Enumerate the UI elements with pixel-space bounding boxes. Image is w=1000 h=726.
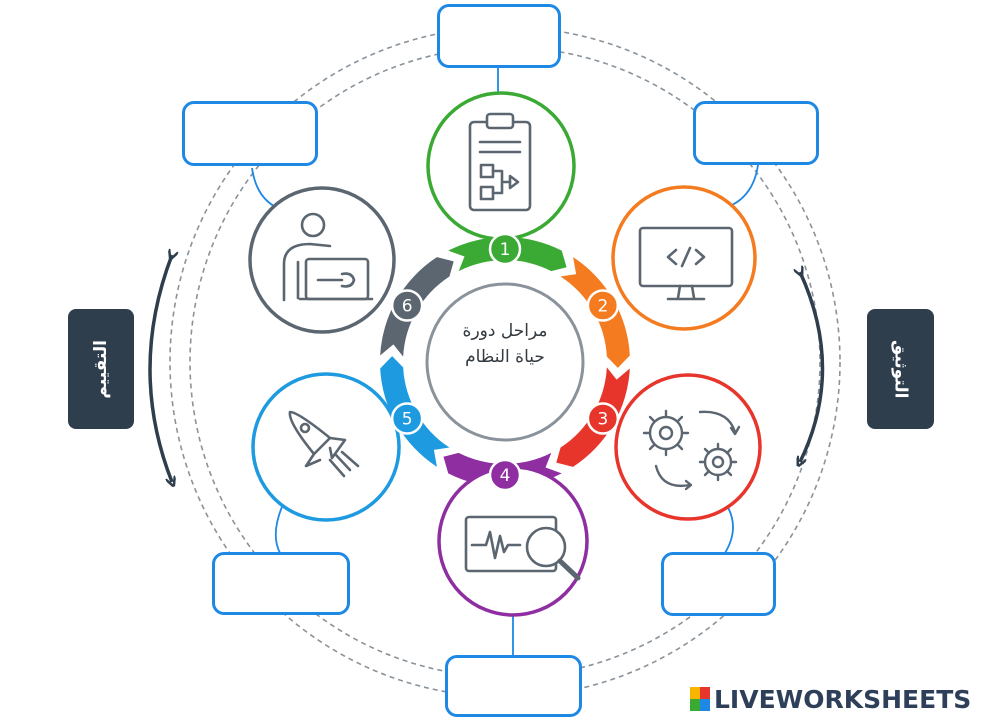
answer-box-top-left[interactable] (182, 101, 318, 166)
answer-box-bottom-right[interactable] (661, 552, 776, 616)
monitor-magnifier-icon (464, 515, 581, 581)
answer-box-top-right[interactable] (693, 101, 819, 165)
answer-box-bottom-left[interactable] (212, 552, 350, 615)
liveworksheets-watermark: LIVEWORKSHEETS (690, 681, 971, 717)
clipboard-flowchart-icon (468, 112, 532, 212)
stage-number-5: 5 (402, 410, 413, 430)
documentation-label: التوثيق (867, 309, 934, 429)
stage-5-circle (251, 372, 401, 522)
gears-cycle-icon (642, 409, 741, 491)
stage-number-3: 3 (597, 410, 608, 430)
center-title-line-1: مراحل دورة (462, 321, 548, 341)
person-laptop-wrench-icon (282, 212, 374, 302)
evaluation-label-text: التقييم (91, 339, 111, 399)
center-title: مراحل دورة حياة النظام (432, 318, 578, 370)
stage-3-circle (614, 373, 762, 521)
stage-number-1: 1 (500, 240, 511, 260)
liveworksheets-logo-icon (690, 687, 710, 711)
stage-badges: 1 2 3 4 5 6 (390, 232, 620, 492)
stage-badge-1: 1 (488, 232, 522, 266)
stage-number-4: 4 (500, 466, 511, 486)
center-title-line-2: حياة النظام (465, 347, 545, 367)
rocket-icon (288, 410, 360, 478)
answer-box-top[interactable] (437, 4, 561, 68)
watermark-text: LIVEWORKSHEETS (714, 684, 972, 714)
stage-badge-3: 3 (586, 402, 620, 435)
right-cycle-arrow (800, 272, 825, 462)
stage-number-2: 2 (597, 297, 608, 317)
stage-1-circle (426, 91, 576, 241)
stage-badge-5: 5 (390, 402, 424, 435)
stage-number-6: 6 (402, 297, 413, 317)
answer-box-bottom[interactable] (445, 655, 582, 717)
stage-6-circle (248, 186, 396, 334)
inner-dashed-ring (189, 46, 821, 678)
documentation-label-text: التوثيق (890, 339, 911, 399)
left-cycle-arrow (148, 255, 172, 482)
center-circle (425, 282, 585, 442)
stage-badge-4: 4 (488, 458, 522, 492)
stage-2-circle (611, 185, 757, 331)
stage-4-circle (437, 465, 589, 617)
evaluation-label: التقييم (68, 309, 134, 429)
code-monitor-icon (638, 226, 734, 301)
stage-badge-2: 2 (586, 289, 620, 322)
stage-badge-6: 6 (390, 289, 424, 322)
